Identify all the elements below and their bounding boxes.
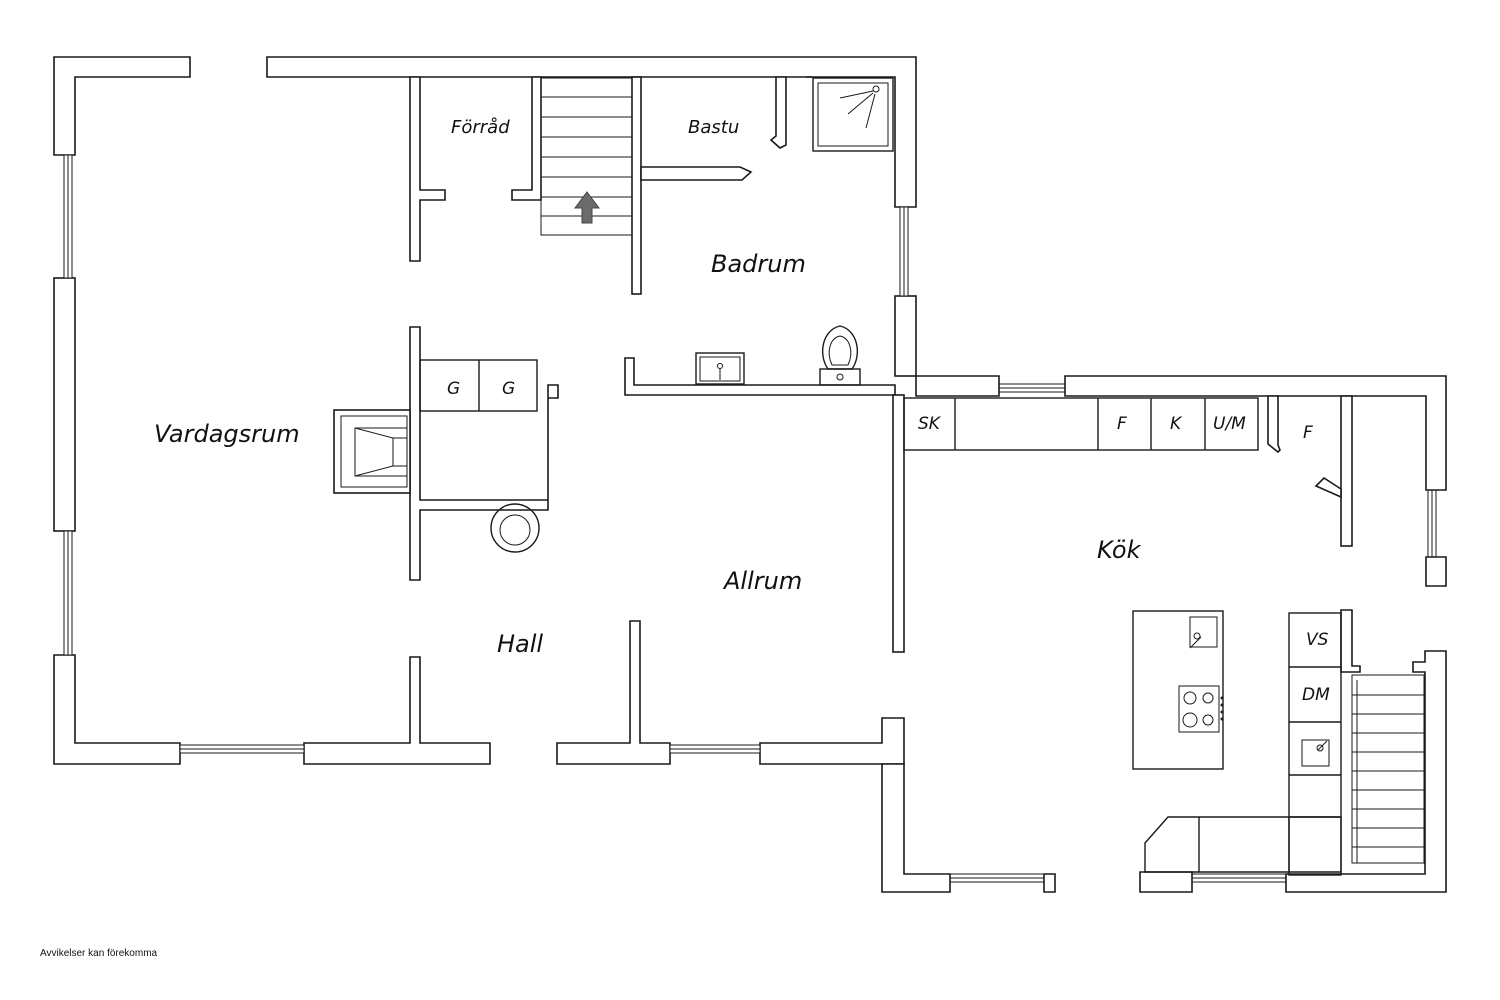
room-label-hall: Hall (497, 630, 543, 658)
kitchen-counter-right (1288, 612, 1342, 876)
room-label-kok: Kök (1097, 536, 1142, 564)
staircase-lower (1351, 674, 1425, 864)
room-label-forrad: Förråd (451, 117, 510, 138)
room-label-bastu: Bastu (688, 117, 739, 138)
room-label-vardagsrum: Vardagsrum (154, 420, 300, 448)
kitchen-island (1132, 610, 1224, 770)
kitchen-walls (881, 375, 1447, 893)
windows (63, 154, 1437, 883)
kitchen-counter-bottom (1144, 816, 1342, 873)
sink-bathroom (695, 352, 745, 385)
appliance-label-um: U/M (1213, 414, 1246, 434)
wardrobes (419, 359, 538, 412)
room-label-badrum: Badrum (711, 250, 806, 278)
appliance-label-f1: F (1117, 414, 1127, 434)
appliance-label-f2: F (1303, 423, 1313, 443)
toilet (819, 325, 861, 386)
appliance-label-g2: G (502, 379, 515, 399)
shower (812, 77, 894, 152)
disclaimer-text: Avvikelser kan förekomma (40, 948, 158, 959)
room-label-allrum: Allrum (722, 567, 802, 595)
appliance-label-sk: SK (918, 414, 942, 434)
fireplace (333, 409, 411, 494)
round-stove (490, 503, 540, 553)
appliance-label-k: K (1170, 414, 1183, 434)
arrow-up-icon (574, 191, 600, 224)
kitchen-counter-top (903, 397, 1259, 451)
appliance-label-dm: DM (1302, 685, 1330, 705)
interior-walls (409, 76, 905, 653)
staircase-upper (540, 77, 633, 236)
appliance-label-g1: G (447, 379, 460, 399)
appliance-label-vs: VS (1306, 630, 1329, 650)
